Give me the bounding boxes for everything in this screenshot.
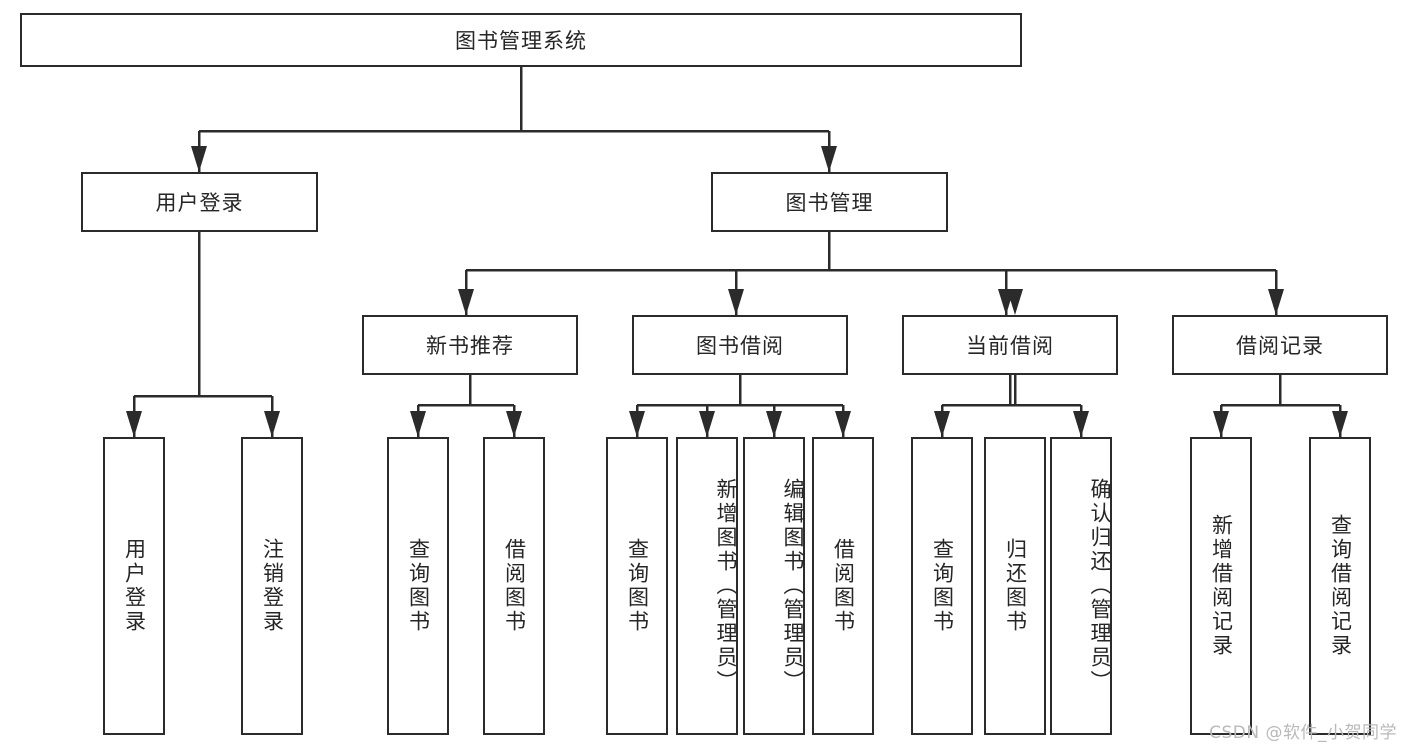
node-label: 新书推荐 — [426, 334, 514, 358]
arrow-head-6-0 — [1213, 411, 1229, 437]
arrow-head-1-1 — [264, 411, 280, 437]
node-label: 注销登录 — [260, 538, 285, 634]
arrow-head-4-3 — [835, 411, 851, 437]
node-label: 新增图书（管理员） — [714, 478, 738, 694]
node-leaf-2[interactable]: 查询图书 — [387, 437, 449, 735]
node-level2-0[interactable]: 用户登录 — [81, 172, 318, 232]
node-label: 图书借阅 — [696, 334, 784, 358]
node-leaf-10[interactable]: 确认归还（管理员） — [1050, 437, 1112, 735]
node-label: 查询图书 — [406, 538, 431, 634]
arrow-head-5-1 — [1007, 289, 1023, 315]
node-leaf-1[interactable]: 注销登录 — [241, 437, 303, 735]
node-label: 确认归还（管理员） — [1088, 478, 1112, 694]
arrow-head-2-3 — [1268, 289, 1284, 315]
node-label: 用户登录 — [122, 538, 147, 634]
arrow-head-3-0 — [410, 411, 426, 437]
node-level3-2[interactable]: 当前借阅 — [902, 315, 1118, 375]
node-leaf-5[interactable]: 新增图书（管理员） — [676, 437, 738, 735]
arrow-head-1-0 — [126, 411, 142, 437]
node-leaf-4[interactable]: 查询图书 — [606, 437, 668, 735]
node-label: 图书管理 — [785, 191, 874, 215]
node-leaf-12[interactable]: 查询借阅记录 — [1309, 437, 1371, 735]
node-leaf-11[interactable]: 新增借阅记录 — [1190, 437, 1252, 735]
node-label: 查询图书 — [930, 538, 955, 634]
node-label: 借阅记录 — [1236, 334, 1324, 358]
node-leaf-3[interactable]: 借阅图书 — [483, 437, 545, 735]
node-level2-1[interactable]: 图书管理 — [711, 172, 948, 232]
node-label: 编辑图书（管理员） — [781, 478, 805, 694]
arrow-head-6-1 — [1332, 411, 1348, 437]
arrow-head-4-2 — [766, 411, 782, 437]
node-leaf-8[interactable]: 查询图书 — [911, 437, 973, 735]
node-label: 借阅图书 — [831, 538, 856, 634]
watermark: CSDN @软件_小贺同学 — [1209, 723, 1397, 743]
node-label: 当前借阅 — [966, 334, 1054, 358]
node-level3-0[interactable]: 新书推荐 — [362, 315, 578, 375]
arrow-head-5-2 — [1073, 411, 1089, 437]
arrow-head-2-0 — [458, 289, 474, 315]
arrow-head-3-1 — [506, 411, 522, 437]
node-level3-1[interactable]: 图书借阅 — [632, 315, 848, 375]
node-level3-3[interactable]: 借阅记录 — [1172, 315, 1388, 375]
node-leaf-7[interactable]: 借阅图书 — [812, 437, 874, 735]
arrow-head-0-1 — [821, 146, 837, 172]
node-leaf-9[interactable]: 归还图书 — [984, 437, 1046, 735]
node-leaf-0[interactable]: 用户登录 — [103, 437, 165, 735]
node-label: 查询借阅记录 — [1328, 514, 1353, 658]
node-label: 归还图书 — [1003, 538, 1028, 634]
arrow-head-2-1 — [728, 289, 744, 315]
node-label: 查询图书 — [625, 538, 650, 634]
node-label: 图书管理系统 — [455, 29, 587, 53]
node-label: 新增借阅记录 — [1209, 514, 1234, 658]
node-label: 用户登录 — [155, 191, 244, 215]
arrow-head-5-0 — [934, 411, 950, 437]
arrow-head-4-1 — [699, 411, 715, 437]
arrow-head-0-0 — [191, 146, 207, 172]
node-label: 借阅图书 — [502, 538, 527, 634]
arrow-head-4-0 — [629, 411, 645, 437]
node-leaf-6[interactable]: 编辑图书（管理员） — [743, 437, 805, 735]
node-root-图书管理系统[interactable]: 图书管理系统 — [20, 13, 1022, 67]
